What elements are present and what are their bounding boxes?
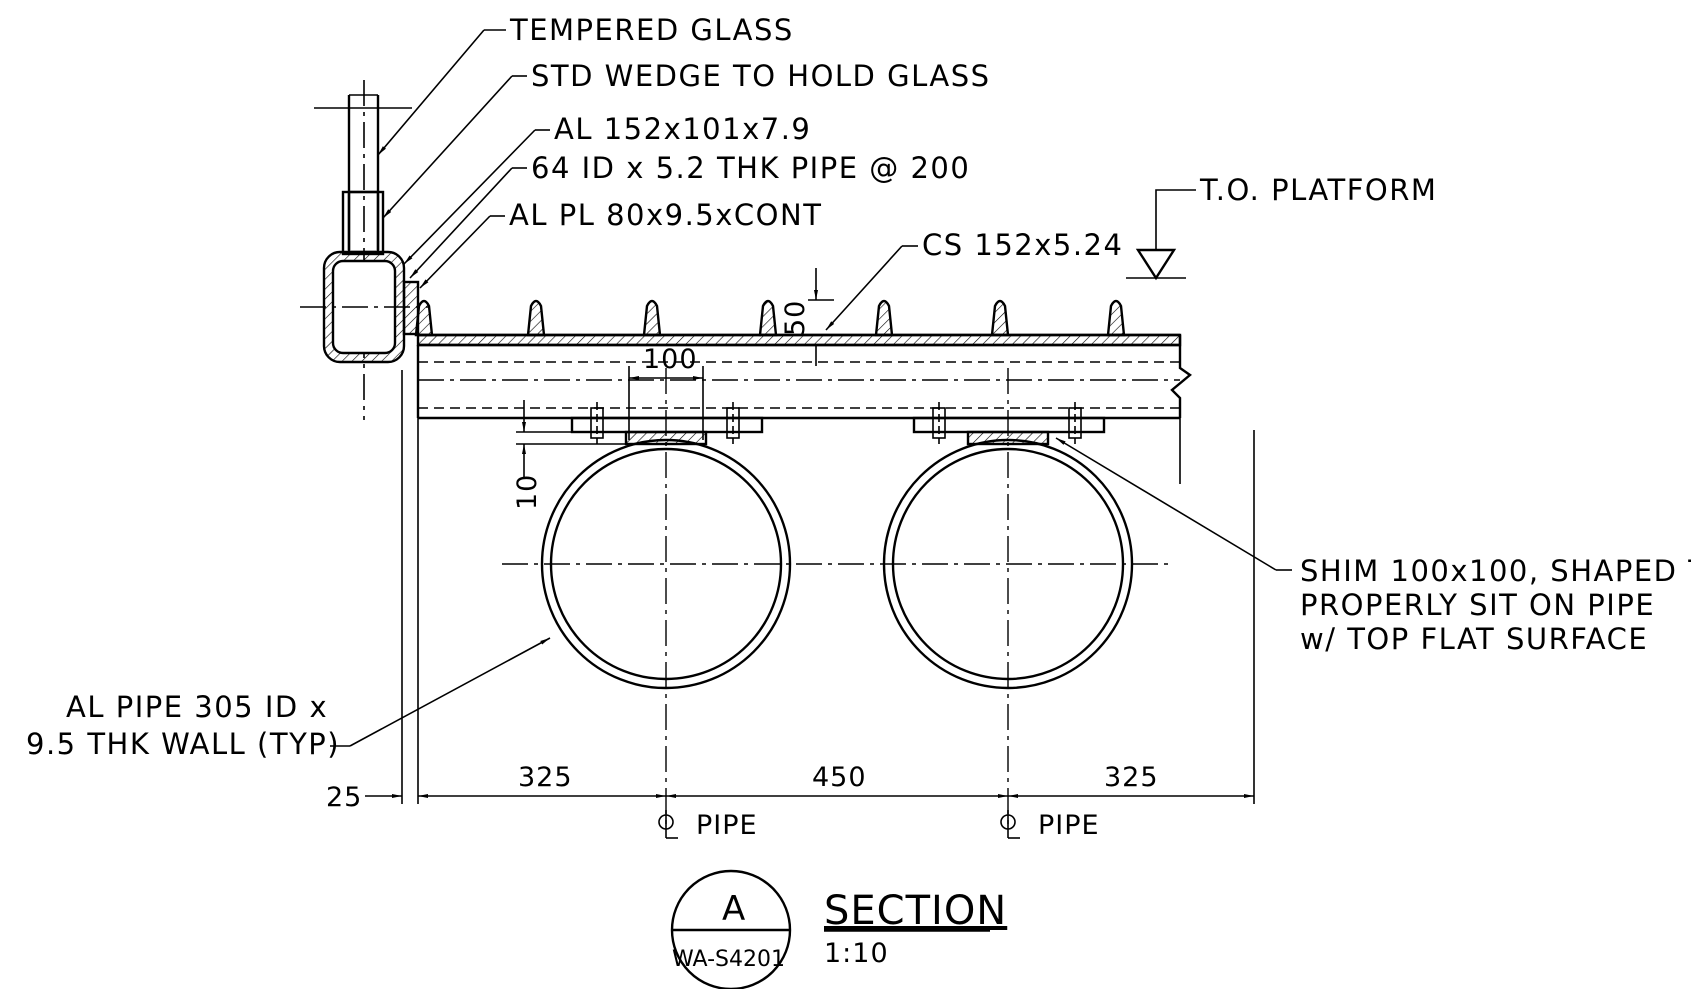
centerline-symbol-right: [1000, 810, 1020, 839]
grating-bar: [642, 299, 662, 337]
section-title: SECTION: [824, 888, 1007, 934]
label-cl-pipe-right: PIPE: [1038, 810, 1100, 841]
grating-bar: [526, 299, 546, 337]
dim-100: 100: [643, 344, 698, 375]
label-cs-channel: CS 152x5.24: [922, 228, 1123, 262]
dim-325-right: 325: [1104, 762, 1159, 793]
label-platform: T.O. PLATFORM: [1199, 173, 1437, 207]
platform-level-marker: [1126, 189, 1196, 281]
label-std-wedge: STD WEDGE TO HOLD GLASS: [531, 59, 991, 93]
grating-bar: [874, 299, 894, 337]
grating-bar: [758, 299, 778, 337]
dim-10: 10: [512, 474, 543, 510]
dim-50: 50: [780, 300, 811, 336]
label-al-plate: AL PL 80x9.5xCONT: [509, 198, 822, 232]
label-shim-3: w/ TOP FLAT SURFACE: [1300, 622, 1648, 656]
label-pipe-64: 64 ID x 5.2 THK PIPE @ 200: [531, 151, 970, 185]
grating-bar: [1106, 299, 1126, 337]
label-al-angle: AL 152x101x7.9: [554, 112, 811, 146]
section-scale: 1:10: [824, 938, 889, 969]
pipe-support-right: [912, 402, 1106, 446]
section-bubble: [670, 869, 792, 989]
dim-325-left: 325: [518, 762, 573, 793]
dim-25: 25: [326, 782, 362, 813]
leader-lines: [330, 29, 1292, 747]
label-al-pipe-2: 9.5 THK WALL (TYP): [26, 727, 340, 761]
label-shim-1: SHIM 100x100, SHAPED TO: [1300, 554, 1691, 588]
grating-bar: [990, 299, 1010, 337]
centerline-symbol-left: [658, 810, 678, 839]
label-cl-pipe-left: PIPE: [696, 810, 758, 841]
grating-bar: [414, 299, 434, 337]
section-sheet: WA-S4201: [672, 947, 785, 972]
glass-assembly: [300, 80, 428, 420]
dim-450: 450: [812, 762, 867, 793]
dimension-lines: [365, 268, 1255, 804]
centerlines: [502, 368, 1172, 826]
label-shim-2: PROPERLY SIT ON PIPE: [1300, 588, 1655, 622]
section-letter: A: [722, 889, 746, 929]
label-al-pipe-1: AL PIPE 305 ID x: [66, 690, 328, 724]
label-tempered-glass: TEMPERED GLASS: [509, 13, 794, 47]
